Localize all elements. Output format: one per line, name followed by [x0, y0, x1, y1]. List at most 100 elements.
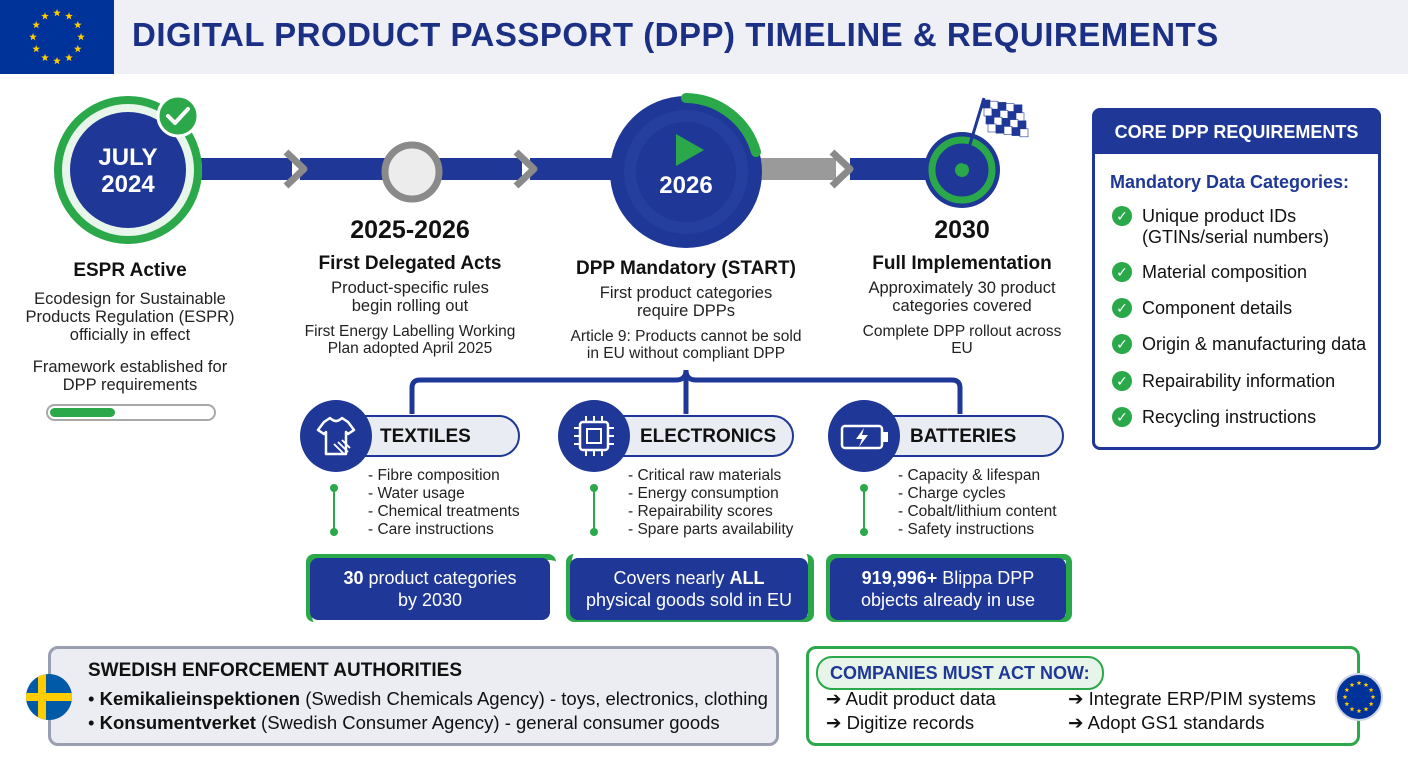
eu-star [53, 9, 61, 17]
eu-star [1363, 706, 1369, 712]
bullet-dot [590, 528, 598, 536]
arrow-right-icon: ➔ [826, 688, 846, 709]
eu-badge-icon [1335, 673, 1383, 721]
eu-star [65, 12, 73, 20]
action-item: ➔ Integrate ERP/PIM systems [1068, 688, 1316, 709]
requirement-item: Component details [1142, 298, 1293, 318]
requirement-item: Repairability information [1142, 371, 1336, 391]
category-label: BATTERIES [910, 426, 1017, 447]
chevron-right-icon [513, 149, 538, 189]
progress-bar [46, 404, 216, 421]
category-bullets: - Capacity & lifespan - Charge cycles - … [898, 467, 1057, 538]
milestone-2024-circle [54, 96, 202, 244]
core-requirements-panel [1092, 108, 1381, 450]
stat-box-accent [306, 554, 556, 622]
category-label: TEXTILES [380, 426, 471, 447]
eu-star [1368, 687, 1374, 693]
eu-star [65, 53, 73, 62]
eu-star [53, 57, 61, 65]
milestone-2024-year: JULY 2024 [98, 144, 158, 198]
milestone-2026-year-inner: 2026 [659, 172, 713, 199]
bullet-dot [860, 484, 868, 492]
progress-fill [50, 408, 115, 417]
requirement-item: Origin & manufacturing data [1142, 334, 1367, 354]
timeline-bar-segment [530, 158, 620, 180]
chip-icon [574, 416, 614, 456]
eu-star [1356, 680, 1362, 686]
eu-star [29, 33, 37, 41]
category-circle [300, 400, 372, 472]
flag-square [1019, 128, 1029, 138]
eu-star [1349, 682, 1355, 687]
milestone-year: 2030 [934, 216, 990, 244]
timeline-bar-segment [850, 158, 930, 180]
eu-stars [29, 9, 85, 65]
category-circle [828, 400, 900, 472]
bullet-dot [590, 484, 598, 492]
battery-icon [840, 424, 888, 450]
chevron-right-icon [283, 149, 308, 189]
check-icon: ✓ [1112, 334, 1132, 354]
milestone-desc: Approximately 30 product categories cove… [868, 279, 1056, 315]
milestone-desc: First product categories require DPPs [599, 284, 773, 320]
eu-star [1344, 701, 1350, 707]
bullet-dot [330, 484, 338, 492]
page-title: DIGITAL PRODUCT PASSPORT (DPP) TIMELINE … [132, 16, 1219, 53]
play-icon [676, 134, 704, 166]
flag-square [995, 124, 1005, 134]
requirement-item: Unique product IDs (GTINs/serial numbers… [1142, 206, 1330, 247]
swedish-flag-icon [26, 674, 72, 720]
chevron-right-icon [829, 149, 854, 189]
milestone-desc-secondary: Article 9: Products cannot be sold in EU… [570, 328, 802, 362]
milestone-desc-secondary: Framework established for DPP requiremen… [32, 358, 228, 394]
requirement-item: Material composition [1142, 262, 1308, 282]
eu-star [32, 21, 41, 29]
eu-flag-icon [0, 0, 114, 74]
bullet-line [863, 490, 865, 530]
eu-star [1342, 694, 1348, 700]
milestone-2025-text: 2025-2026 First Delegated Acts Product-s… [290, 216, 530, 357]
milestone-desc: Ecodesign for Sustainable Products Regul… [25, 290, 235, 344]
checkered-flag-icon [962, 97, 1029, 165]
milestone-2030-circle [924, 132, 1000, 208]
milestone-desc-secondary: Complete DPP rollout across EU [862, 323, 1062, 357]
eu-star [1356, 708, 1362, 714]
category-label: ELECTRONICS [640, 426, 777, 447]
authority-line: • Konsumentverket (Swedish Consumer Agen… [88, 712, 720, 733]
milestone-2026-circle [610, 93, 762, 248]
tshirt-icon [316, 416, 356, 456]
flag-square [985, 115, 995, 125]
check-badge-icon [156, 94, 200, 138]
flag-square [987, 123, 997, 133]
timeline-bar-segment [436, 158, 522, 180]
check-icon: ✓ [1112, 371, 1132, 391]
arrow-right-icon: ➔ [826, 712, 847, 733]
flag-square [1003, 126, 1013, 135]
companies-act-title: COMPANIES MUST ACT NOW: [816, 656, 1104, 690]
header-band [0, 0, 1408, 74]
milestone-title: First Delegated Acts [318, 253, 502, 274]
eu-star [1370, 694, 1376, 700]
eu-star [1368, 701, 1374, 707]
action-item: ➔ Adopt GS1 standards [1068, 712, 1265, 733]
timeline-bar-segment [200, 158, 292, 180]
category-connector [409, 369, 963, 414]
milestone-2025-circle [381, 141, 443, 203]
eu-star [41, 12, 49, 20]
action-item: ➔ Audit product data [826, 688, 996, 709]
flag-square [983, 107, 993, 117]
stat-box-batteries: 919,996+ Blippa DPP objects already in u… [830, 558, 1066, 620]
eu-star [73, 45, 82, 53]
milestone-title: ESPR Active [73, 260, 187, 281]
requirement-item: Recycling instructions [1142, 407, 1317, 427]
stat-box-electronics: Covers nearly ALL physical goods sold in… [570, 558, 808, 620]
check-icon: ✓ [1112, 206, 1132, 226]
core-requirements-header: CORE DPP REQUIREMENTS [1094, 110, 1379, 154]
milestone-2024-text: ESPR Active Ecodesign for Sustainable Pr… [20, 260, 240, 394]
eu-star [1344, 687, 1350, 693]
swedish-authorities-title: SWEDISH ENFORCEMENT AUTHORITIES [88, 660, 463, 681]
bullet-dot [860, 528, 868, 536]
milestone-title: Full Implementation [872, 253, 1052, 274]
flag-square [981, 99, 991, 109]
category-bullets: - Fibre composition - Water usage - Chem… [368, 467, 520, 538]
